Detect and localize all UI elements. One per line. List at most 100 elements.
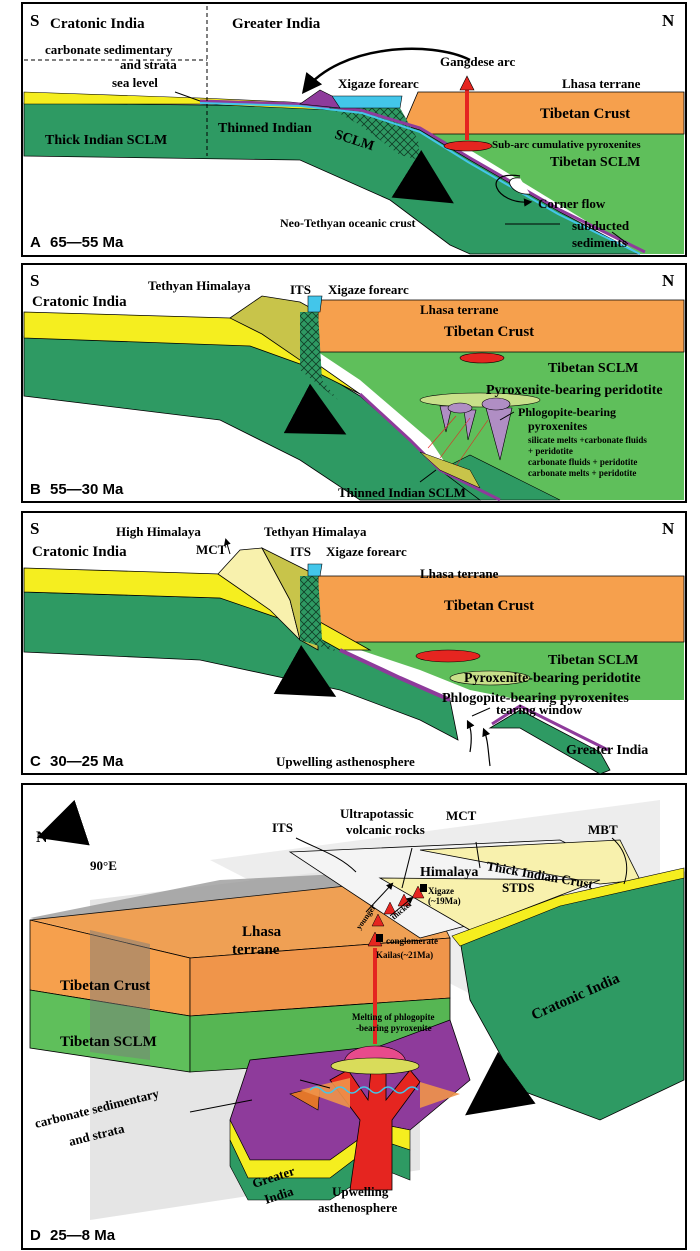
- panel-d-gray-shade: [90, 930, 150, 1060]
- panel-d-xigaze-1: Xigaze: [428, 886, 454, 896]
- panel-a: S N Cratonic India Greater India carbona…: [21, 2, 687, 257]
- panel-d: N 90°E ITS Ultrapotassic volcanic rocks …: [21, 783, 687, 1250]
- panel-c-xigaze-forearc-label: Xigaze forearc: [326, 544, 407, 559]
- panel-a-corner-flow: Corner flow: [538, 196, 606, 211]
- panel-a-lhasa-terrane: Lhasa terrane: [562, 76, 641, 91]
- panel-a-greater-india: Greater India: [232, 16, 321, 32]
- panel-a-thinned-sclm-1: Thinned Indian: [218, 121, 312, 136]
- panel-c-its: ITS: [290, 544, 311, 559]
- panel-d-tibetan-crust-label: Tibetan Crust: [60, 978, 150, 994]
- panel-c-high-himalaya-label: High Himalaya: [116, 524, 201, 539]
- panel-b-note-3: carbonate fluids + peridotite: [528, 457, 637, 467]
- panel-c-mct: MCT: [196, 542, 227, 557]
- panel-d-ultrapotassic-2: volcanic rocks: [346, 822, 425, 837]
- panel-a-south: S: [30, 11, 39, 30]
- panel-c-upwelling-arrow-1: [466, 719, 475, 753]
- panel-a-tibetan-sclm: [400, 133, 684, 254]
- panel-c-subduction-arrow: [273, 645, 337, 697]
- panel-d-himalaya-label: Himalaya: [420, 865, 478, 880]
- panel-d-letter: D: [30, 1227, 41, 1244]
- panel-c-pyroxenite-lens: [449, 670, 531, 686]
- panel-c-age: 30—25 Ma: [50, 753, 124, 770]
- panel-b-fluid-line-2: [439, 417, 471, 459]
- panel-d-conglomerate-block-2: [420, 884, 427, 892]
- panel-d-its-leader: [295, 837, 357, 873]
- panel-b-thinned-sclm: [439, 454, 561, 501]
- panel-b-thinned-leader: [419, 469, 437, 483]
- panel-c-tethyan-himalaya-label: Tethyan Himalaya: [264, 524, 367, 539]
- panel-b-phlog-lens-1: [447, 402, 473, 414]
- panel-c-greater-india-slab: [488, 709, 611, 775]
- panel-a-gangdese-volcano: [459, 75, 475, 91]
- panel-d-longitude: 90°E: [90, 858, 117, 873]
- panel-d-its: ITS: [272, 820, 293, 835]
- panel-c-upwelling-arrow-2: [482, 727, 491, 767]
- panel-b-phlog-leader: [499, 411, 515, 421]
- panel-d-younger-arrow: [365, 882, 394, 913]
- panel-a-thick-sclm: Thick Indian SCLM: [45, 133, 167, 148]
- panel-a-tibetan-crust-label: Tibetan Crust: [540, 106, 630, 122]
- panel-d-conglomerate-block-1: [376, 934, 383, 942]
- panel-d-age: 25—8 Ma: [50, 1227, 116, 1244]
- panel-a-subducted-1: subducted: [572, 218, 630, 233]
- panel-a-tibetan-sclm-label: Tibetan SCLM: [550, 155, 640, 170]
- panel-b-phlog-lens-2: [481, 397, 511, 411]
- panel-c-tibetan-crust-label: Tibetan Crust: [444, 598, 534, 614]
- panel-d-volcano-5: [371, 913, 385, 927]
- panel-b-tibetan-sclm-label: Tibetan SCLM: [548, 361, 638, 376]
- panel-a-transport-arrow: [301, 47, 471, 94]
- panel-b-age: 55—30 Ma: [50, 481, 124, 498]
- panel-d-fluids: [309, 1086, 419, 1094]
- panel-d-mct-leader: [475, 841, 481, 869]
- panel-d-north: N: [36, 829, 48, 846]
- panel-c-red-lens: [415, 649, 481, 663]
- panel-b-phlog-1: [439, 405, 453, 433]
- panel-d-thicker-arrow: [389, 896, 414, 917]
- panel-b-pyrox-peridotite-label: Pyroxenite-bearing peridotite: [486, 383, 663, 398]
- panel-d-tibetan-sclm-label: Tibetan SCLM: [60, 1034, 157, 1050]
- panel-c-greater-india-crust: [491, 704, 609, 752]
- panel-b-tibetan-crust-label: Tibetan Crust: [444, 324, 534, 340]
- panel-a-subduction-arrow: [391, 149, 454, 204]
- panel-a-subducted-leader: [611, 231, 629, 245]
- panel-d-melting-2: -bearing pyroxenite: [356, 1023, 432, 1033]
- panel-b-slab-olive: [419, 451, 481, 489]
- panel-a-subducted-2: sediments: [572, 235, 627, 250]
- panel-d-conglomerate: conglomerate: [386, 936, 438, 946]
- panel-c-south: S: [30, 519, 39, 538]
- panel-b-phlog-1-label: Phlogopite-bearing: [518, 405, 616, 419]
- panel-a-gangdese-arc: Gangdese arc: [440, 54, 515, 69]
- panel-b-note-2: + peridotite: [528, 446, 573, 456]
- panel-b-xigaze-forearc-label: Xigaze forearc: [328, 282, 409, 297]
- panel-d-kailas: Kailas(~21Ma): [376, 950, 433, 960]
- panel-b-tethyan-himalaya-label: Tethyan Himalaya: [148, 278, 251, 293]
- panel-b-fluid-line-1: [427, 415, 457, 449]
- panel-c-greater-india: Greater India: [566, 743, 648, 758]
- panel-b-thinned-sclm-label: Thinned Indian SCLM: [338, 485, 466, 500]
- panel-b-cratonic-india: Cratonic India: [32, 294, 127, 310]
- panel-d-mbt: MBT: [588, 822, 618, 837]
- panel-d-lhasa-1: Lhasa: [242, 924, 282, 940]
- panel-a-cratonic-india: Cratonic India: [50, 16, 145, 32]
- panel-d-melting-leader: [299, 1079, 331, 1089]
- panel-c: S N Cratonic India High Himalaya Tethyan…: [21, 511, 687, 775]
- panel-c-mct-arrow: [224, 538, 231, 555]
- panel-d-ultrapotassic-leader: [401, 847, 413, 889]
- panel-d-indian-crust-edge: [451, 867, 685, 947]
- panel-d-ultrapotassic-1: Ultrapotassic: [340, 806, 414, 821]
- panel-d-carbonate-leader: [189, 1099, 253, 1113]
- panel-b: S N Cratonic India Tethyan Himalaya ITS …: [21, 263, 687, 503]
- panel-d-volcano-2: [383, 901, 397, 915]
- panel-d-subduction-arrow: [465, 1051, 536, 1116]
- panel-b-north: N: [662, 271, 675, 290]
- panel-b-fluid-line-3: [455, 419, 489, 467]
- panel-b-red-lens: [459, 352, 505, 364]
- panel-a-carbonate-2: and strata: [120, 57, 177, 72]
- panel-d-upwelling-2: asthenosphere: [318, 1200, 397, 1215]
- panel-a-corner-flow-arrow: [495, 174, 533, 207]
- panel-b-lhasa-terrane: Lhasa terrane: [420, 302, 499, 317]
- panel-a-xigaze-forearc: [329, 95, 403, 109]
- panel-c-tibetan-sclm-label: Tibetan SCLM: [548, 653, 638, 668]
- panel-c-letter: C: [30, 753, 41, 770]
